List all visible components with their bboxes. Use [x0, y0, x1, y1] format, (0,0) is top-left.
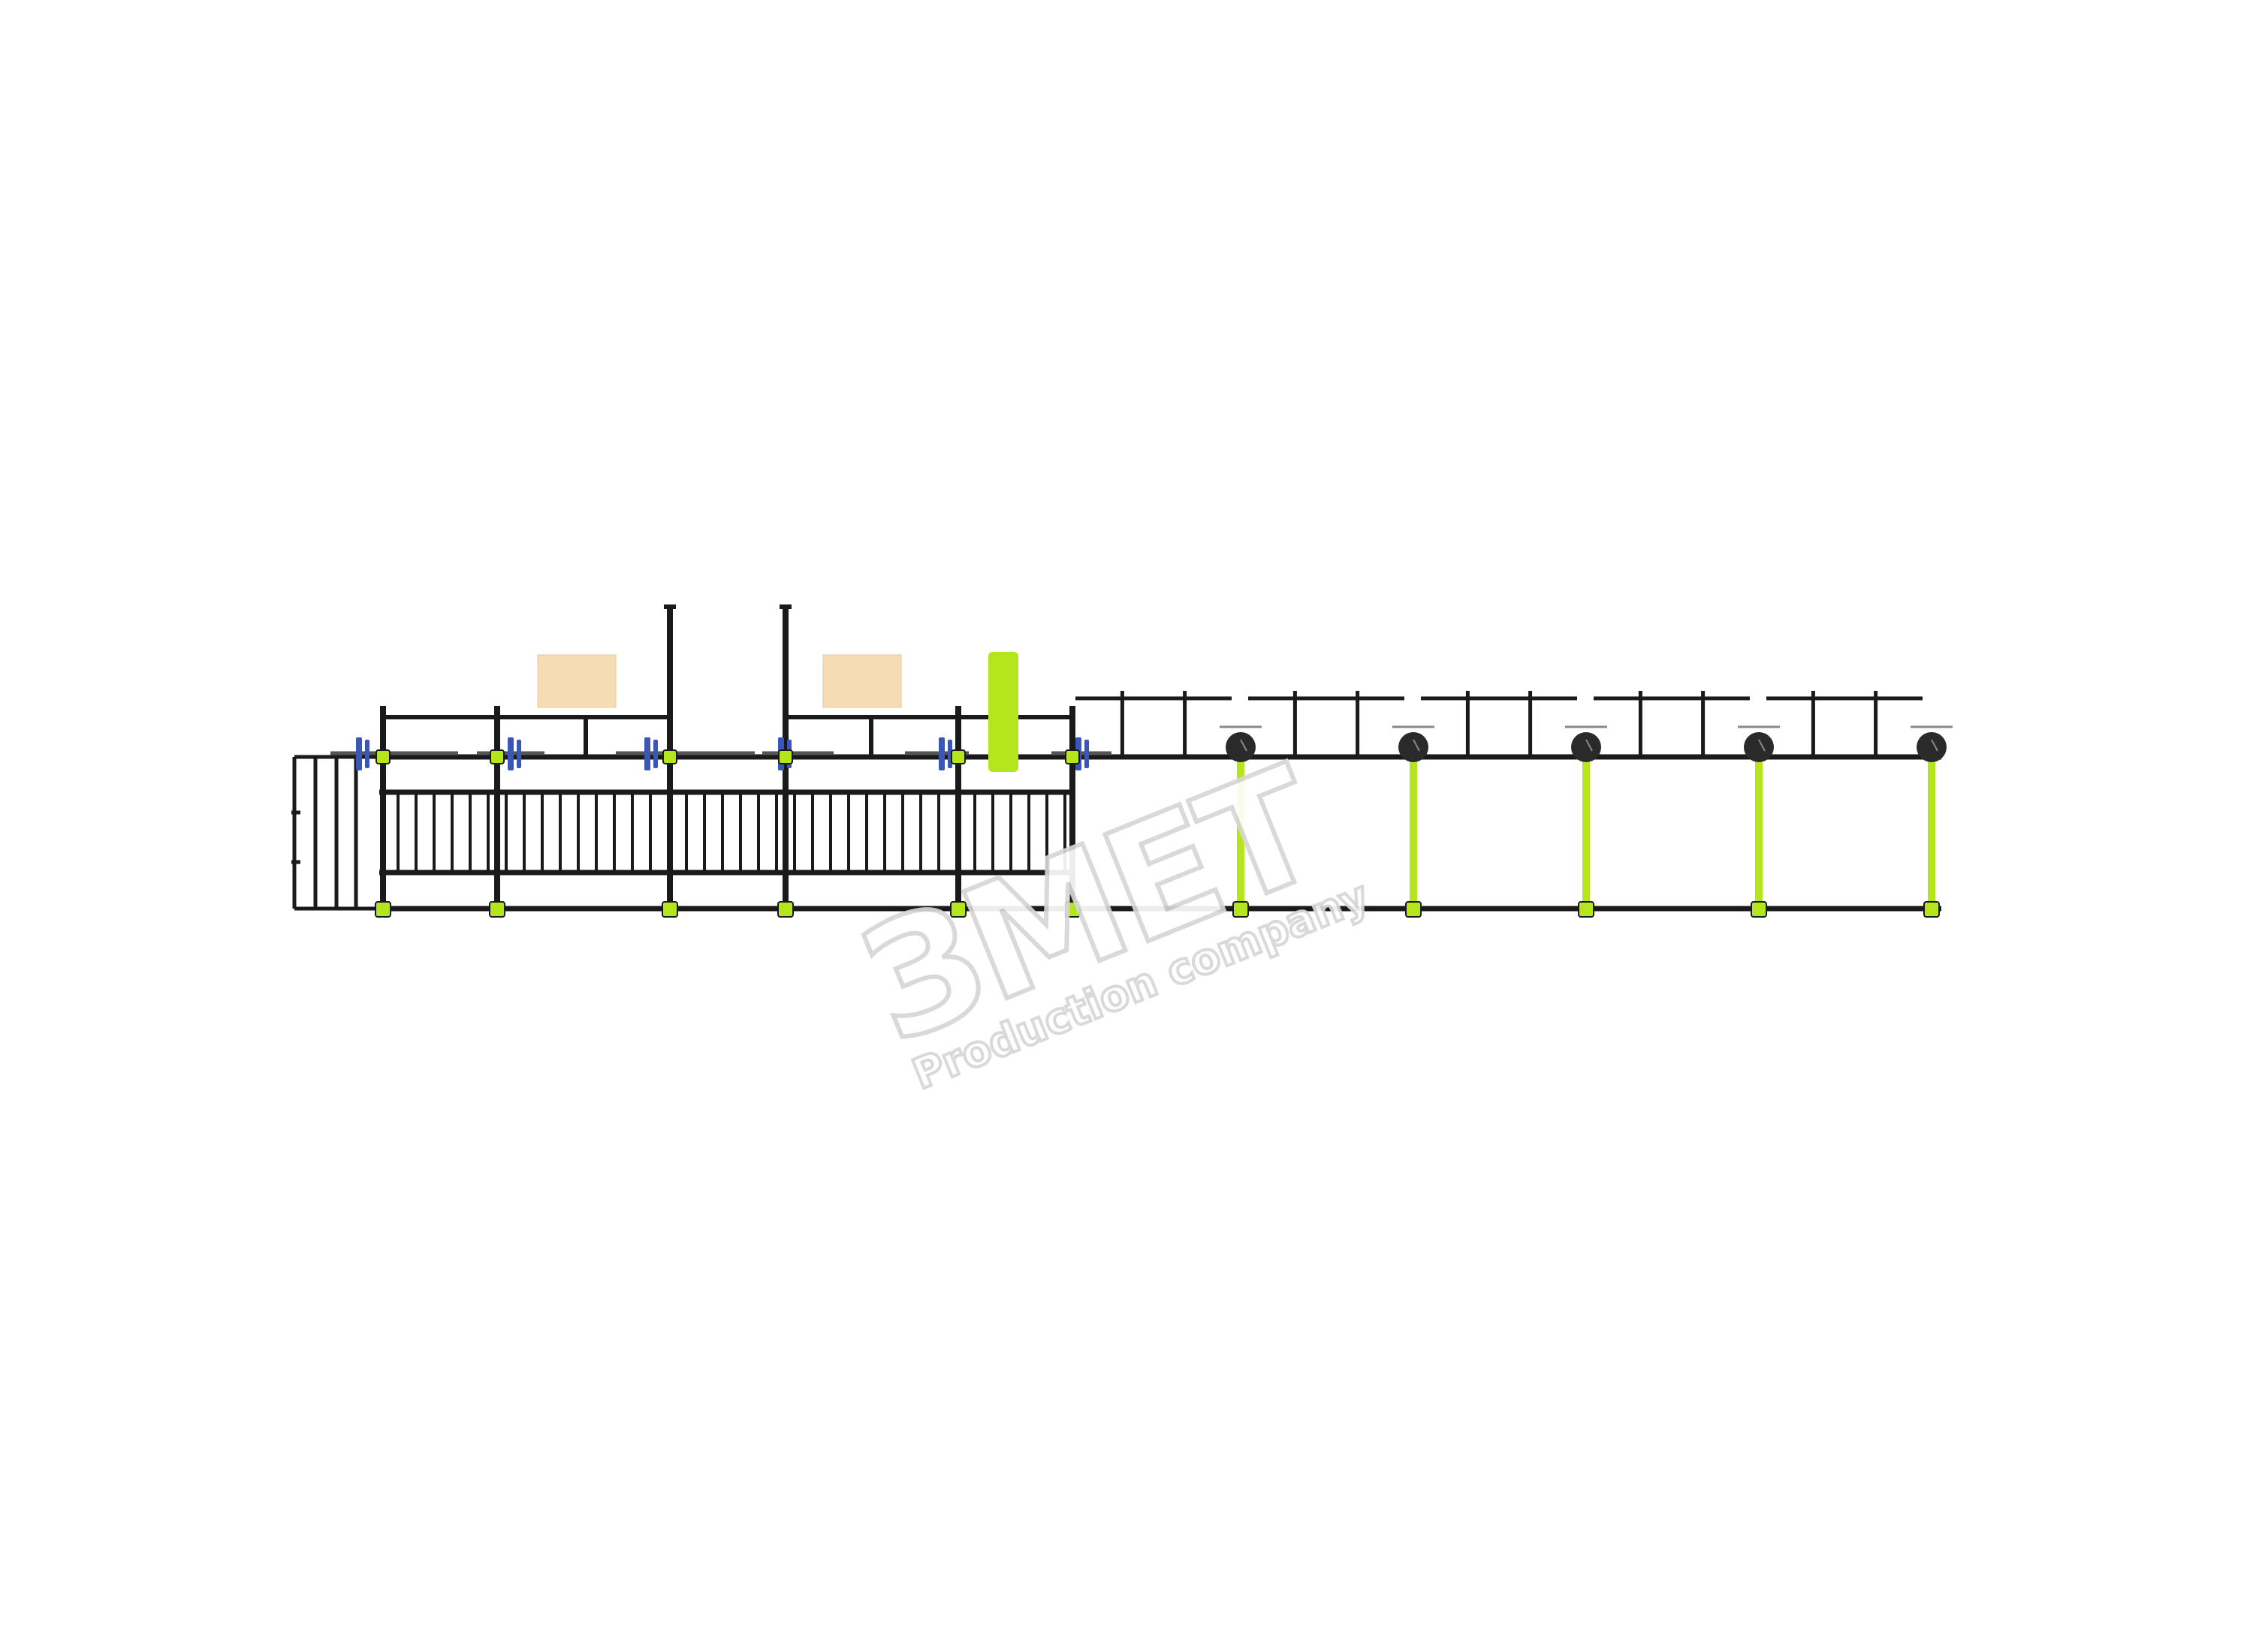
joint-connector — [489, 901, 505, 918]
joint-connector — [1751, 901, 1767, 918]
left-end-ladder — [291, 755, 379, 911]
joint-connector — [1578, 901, 1594, 918]
joint-connector — [950, 901, 967, 918]
upper-pullup-frames — [383, 604, 1072, 757]
joint-connector — [1405, 901, 1422, 918]
wheel-spoke — [1413, 739, 1420, 752]
wheel-spoke — [1240, 739, 1247, 752]
joint-connector — [375, 901, 391, 918]
joint-connector — [951, 749, 966, 764]
wheel-spoke — [1585, 739, 1593, 752]
joint-connector — [662, 749, 677, 764]
wheel-spoke — [1931, 739, 1938, 752]
wood-panels — [537, 654, 902, 708]
wheel-spoke — [1758, 739, 1766, 752]
rotating-wheel-icon — [1226, 732, 1256, 762]
joint-connector — [1923, 901, 1940, 918]
joint-connector — [376, 749, 391, 764]
rotating-wheel-icon — [1917, 732, 1947, 762]
watermark-logo: ЗМЕТ Production company — [837, 729, 1377, 1101]
joint-connectors — [375, 749, 1940, 918]
joint-connector — [662, 901, 678, 918]
rotating-wheel-icon — [1744, 732, 1774, 762]
rotating-wheel-icon — [1398, 732, 1428, 762]
joint-connector — [1065, 749, 1080, 764]
joint-connector — [778, 749, 793, 764]
joint-connector — [490, 749, 505, 764]
joint-connector — [777, 901, 794, 918]
lime-vertical-board — [988, 652, 1018, 772]
right-modules — [1075, 691, 1953, 909]
joint-connector — [1064, 901, 1081, 918]
rotating-wheel-icon — [1571, 732, 1601, 762]
joint-connector — [1232, 901, 1249, 918]
